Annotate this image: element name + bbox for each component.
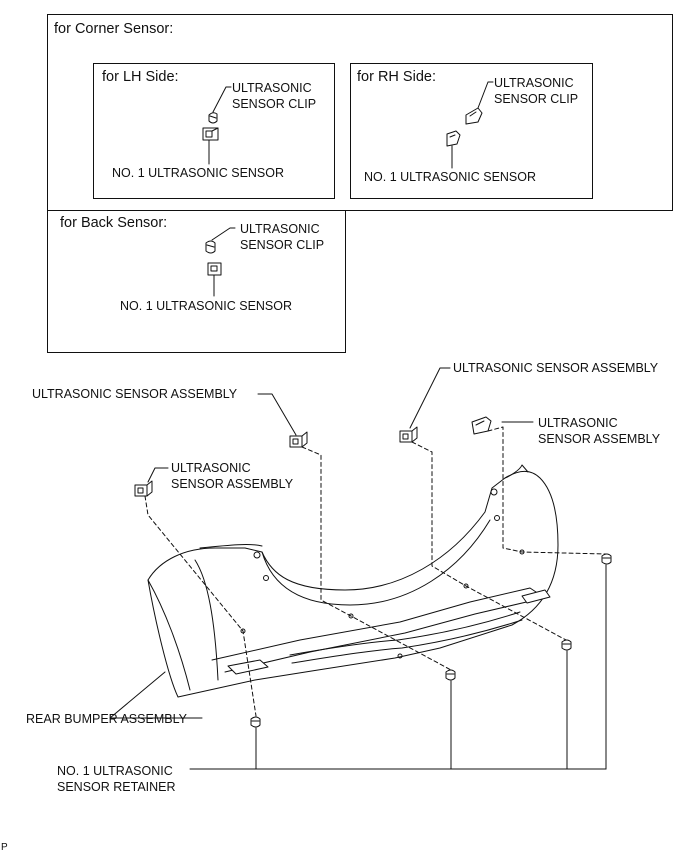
lh-side-box [93,63,335,199]
rh-sensor-label: NO. 1 ULTRASONIC SENSOR [364,170,537,184]
back-sensor-box [47,210,346,353]
rh-side-title: for RH Side: [357,69,436,85]
lh-sensor-icon [202,127,219,141]
retainer-label-2: SENSOR RETAINER [57,780,176,794]
rear-bumper-icon [147,464,559,698]
lh-sensor-label: NO. 1 ULTRASONIC SENSOR [112,166,285,180]
lh-clip-label-2: SENSOR CLIP [232,97,317,111]
back-clip-icon [205,240,216,254]
retainer-1-icon [250,716,261,728]
retainer-4-icon [601,553,612,565]
rh-clip-leader [477,81,494,109]
sensor-assembly-center-right-icon [399,426,418,443]
sensor-assembly-left-icon [134,480,153,497]
rh-side-box [350,63,593,199]
lh-side-title: for LH Side: [102,69,179,85]
assembly-label-left-1: ULTRASONIC [171,461,251,475]
bumper-label: REAR BUMPER ASSEMBLY [26,712,187,726]
alignment-lines [144,426,607,717]
assembly-label-right-1: ULTRASONIC [538,416,618,430]
back-sensor-icon [207,262,222,276]
corner-sensor-box [47,14,673,211]
retainer-3-icon [561,639,572,651]
back-sensor-title: for Back Sensor: [60,215,168,231]
back-clip-label-2: SENSOR CLIP [240,238,325,252]
assembly-label-left-top: ULTRASONIC SENSOR ASSEMBLY [32,387,238,401]
back-clip-label-1: ULTRASONIC [240,222,320,236]
rh-clip-label-2: SENSOR CLIP [494,92,579,106]
corner-sensor-title: for Corner Sensor: [54,21,174,37]
assembly-label-center-top: ULTRASONIC SENSOR ASSEMBLY [453,361,659,375]
sensor-assembly-center-left-icon [289,431,308,448]
lh-clip-label-1: ULTRASONIC [232,81,312,95]
rh-clip-label-1: ULTRASONIC [494,76,574,90]
figure-code: P [1,842,8,853]
lh-clip-leader [212,86,232,113]
lh-clip-icon [208,112,218,124]
sensor-assembly-right-icon [471,416,492,435]
back-sensor-label: NO. 1 ULTRASONIC SENSOR [120,299,293,313]
leader-lines [109,367,607,770]
assembly-label-left-2: SENSOR ASSEMBLY [171,477,294,491]
assembly-label-right-2: SENSOR ASSEMBLY [538,432,661,446]
retainer-2-icon [445,669,456,681]
rh-sensor-icon [446,130,461,147]
rh-clip-icon [465,107,483,125]
retainer-label-1: NO. 1 ULTRASONIC [57,764,173,778]
back-clip-leader [211,227,236,241]
